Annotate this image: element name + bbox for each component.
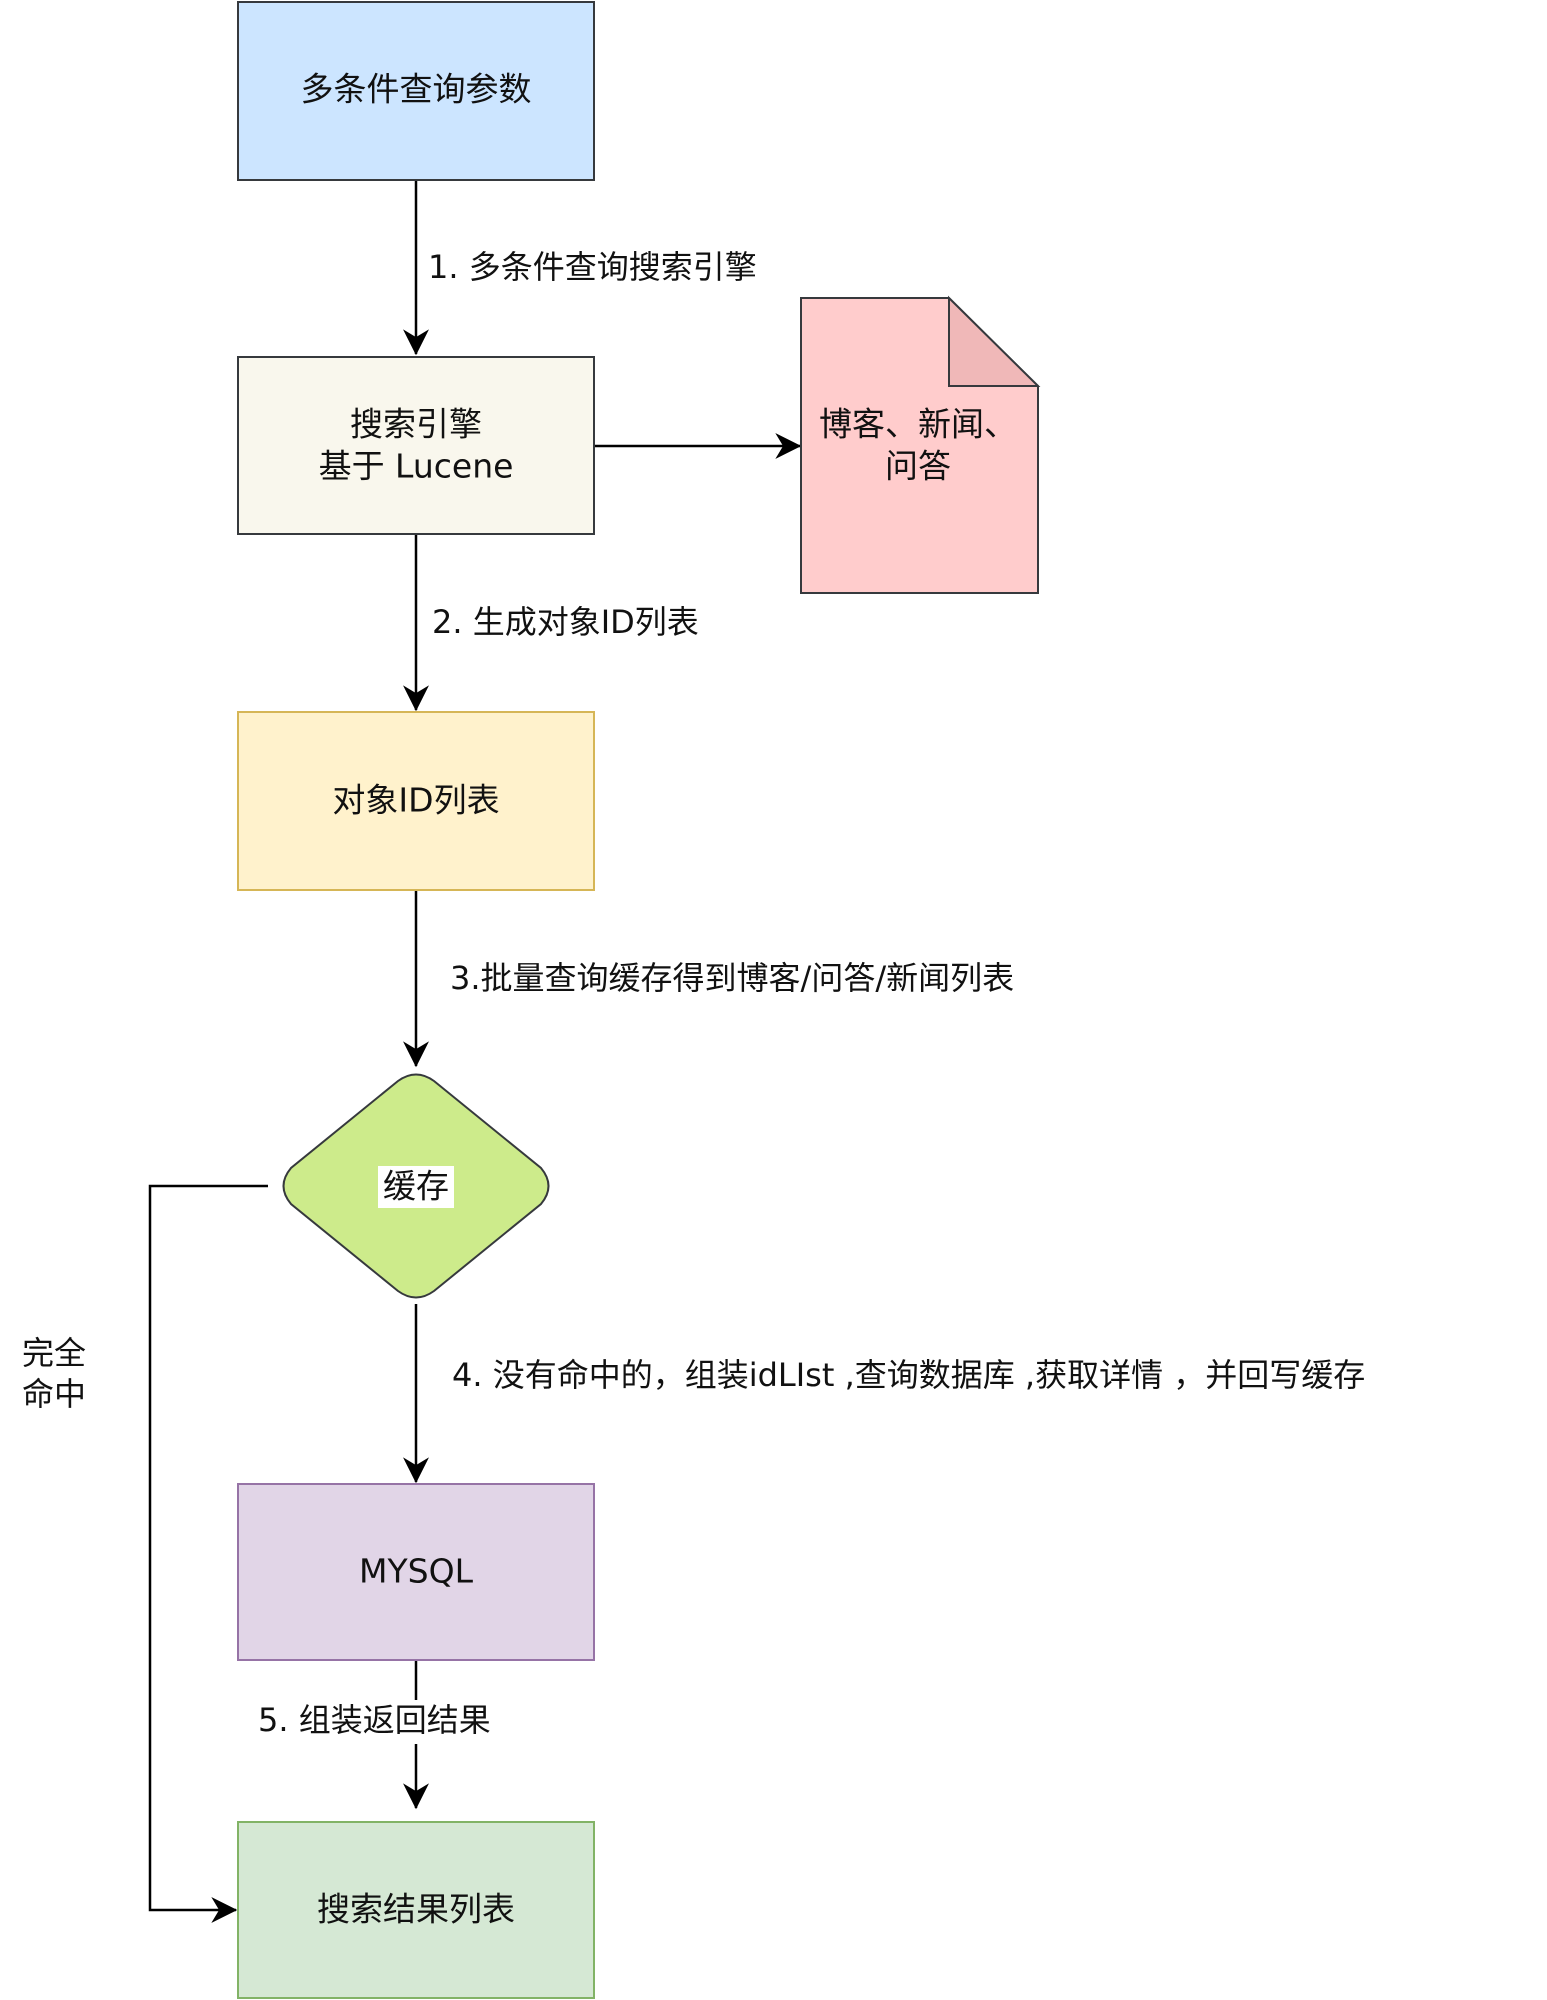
- node-id-list: 对象ID列表: [237, 711, 595, 891]
- step4-label: 4. 没有命中的，组装idLIst ,查询数据库 ,获取详情 ，并回写缓存: [452, 1356, 1365, 1394]
- documents-label-line2: 问答: [885, 447, 951, 486]
- node-mysql: MYSQL: [237, 1483, 595, 1661]
- search-engine-label-line2: 基于 Lucene: [319, 447, 514, 486]
- search-engine-label-line1: 搜索引擎: [350, 405, 482, 444]
- cache-label: 缓存: [383, 1167, 449, 1206]
- step5-label: 5. 组装返回结果: [258, 1701, 491, 1739]
- edge-labels: 1. 多条件查询搜索引擎 2. 生成对象ID列表 3.批量查询缓存得到博客/问答…: [22, 248, 1365, 1744]
- step3-label: 3.批量查询缓存得到博客/问答/新闻列表: [450, 959, 1014, 997]
- node-documents: 博客、新闻、 问答: [800, 295, 1041, 594]
- step5-label-bg: [258, 1700, 512, 1744]
- full-hit-label-line2: 命中: [22, 1375, 86, 1413]
- query-params-label: 多条件查询参数: [301, 70, 532, 109]
- mysql-box: [237, 1483, 595, 1661]
- edge-cache-full-hit-to-result: [148, 1184, 268, 1923]
- search-engine-box: [237, 356, 595, 535]
- result-list-label: 搜索结果列表: [317, 1890, 515, 1929]
- query-params-box: [237, 1, 595, 181]
- documents-label-line1: 博客、新闻、: [819, 405, 1017, 444]
- step2-label: 2. 生成对象ID列表: [432, 603, 699, 641]
- cache-label-bg: [378, 1166, 454, 1208]
- node-result-list: 搜索结果列表: [237, 1821, 595, 1999]
- node-query-params: 多条件查询参数: [237, 1, 595, 181]
- mysql-label: MYSQL: [359, 1552, 474, 1591]
- node-cache: 缓存: [282, 1073, 550, 1299]
- node-search-engine: 搜索引擎 基于 Lucene: [237, 356, 595, 535]
- step1-label: 1. 多条件查询搜索引擎: [428, 248, 757, 286]
- document-fold: [948, 295, 1041, 387]
- id-list-label: 对象ID列表: [332, 781, 499, 820]
- result-list-box: [237, 1821, 595, 1999]
- id-list-box: [237, 711, 595, 891]
- full-hit-label-line1: 完全: [22, 1334, 86, 1372]
- document-shape: [800, 297, 1039, 594]
